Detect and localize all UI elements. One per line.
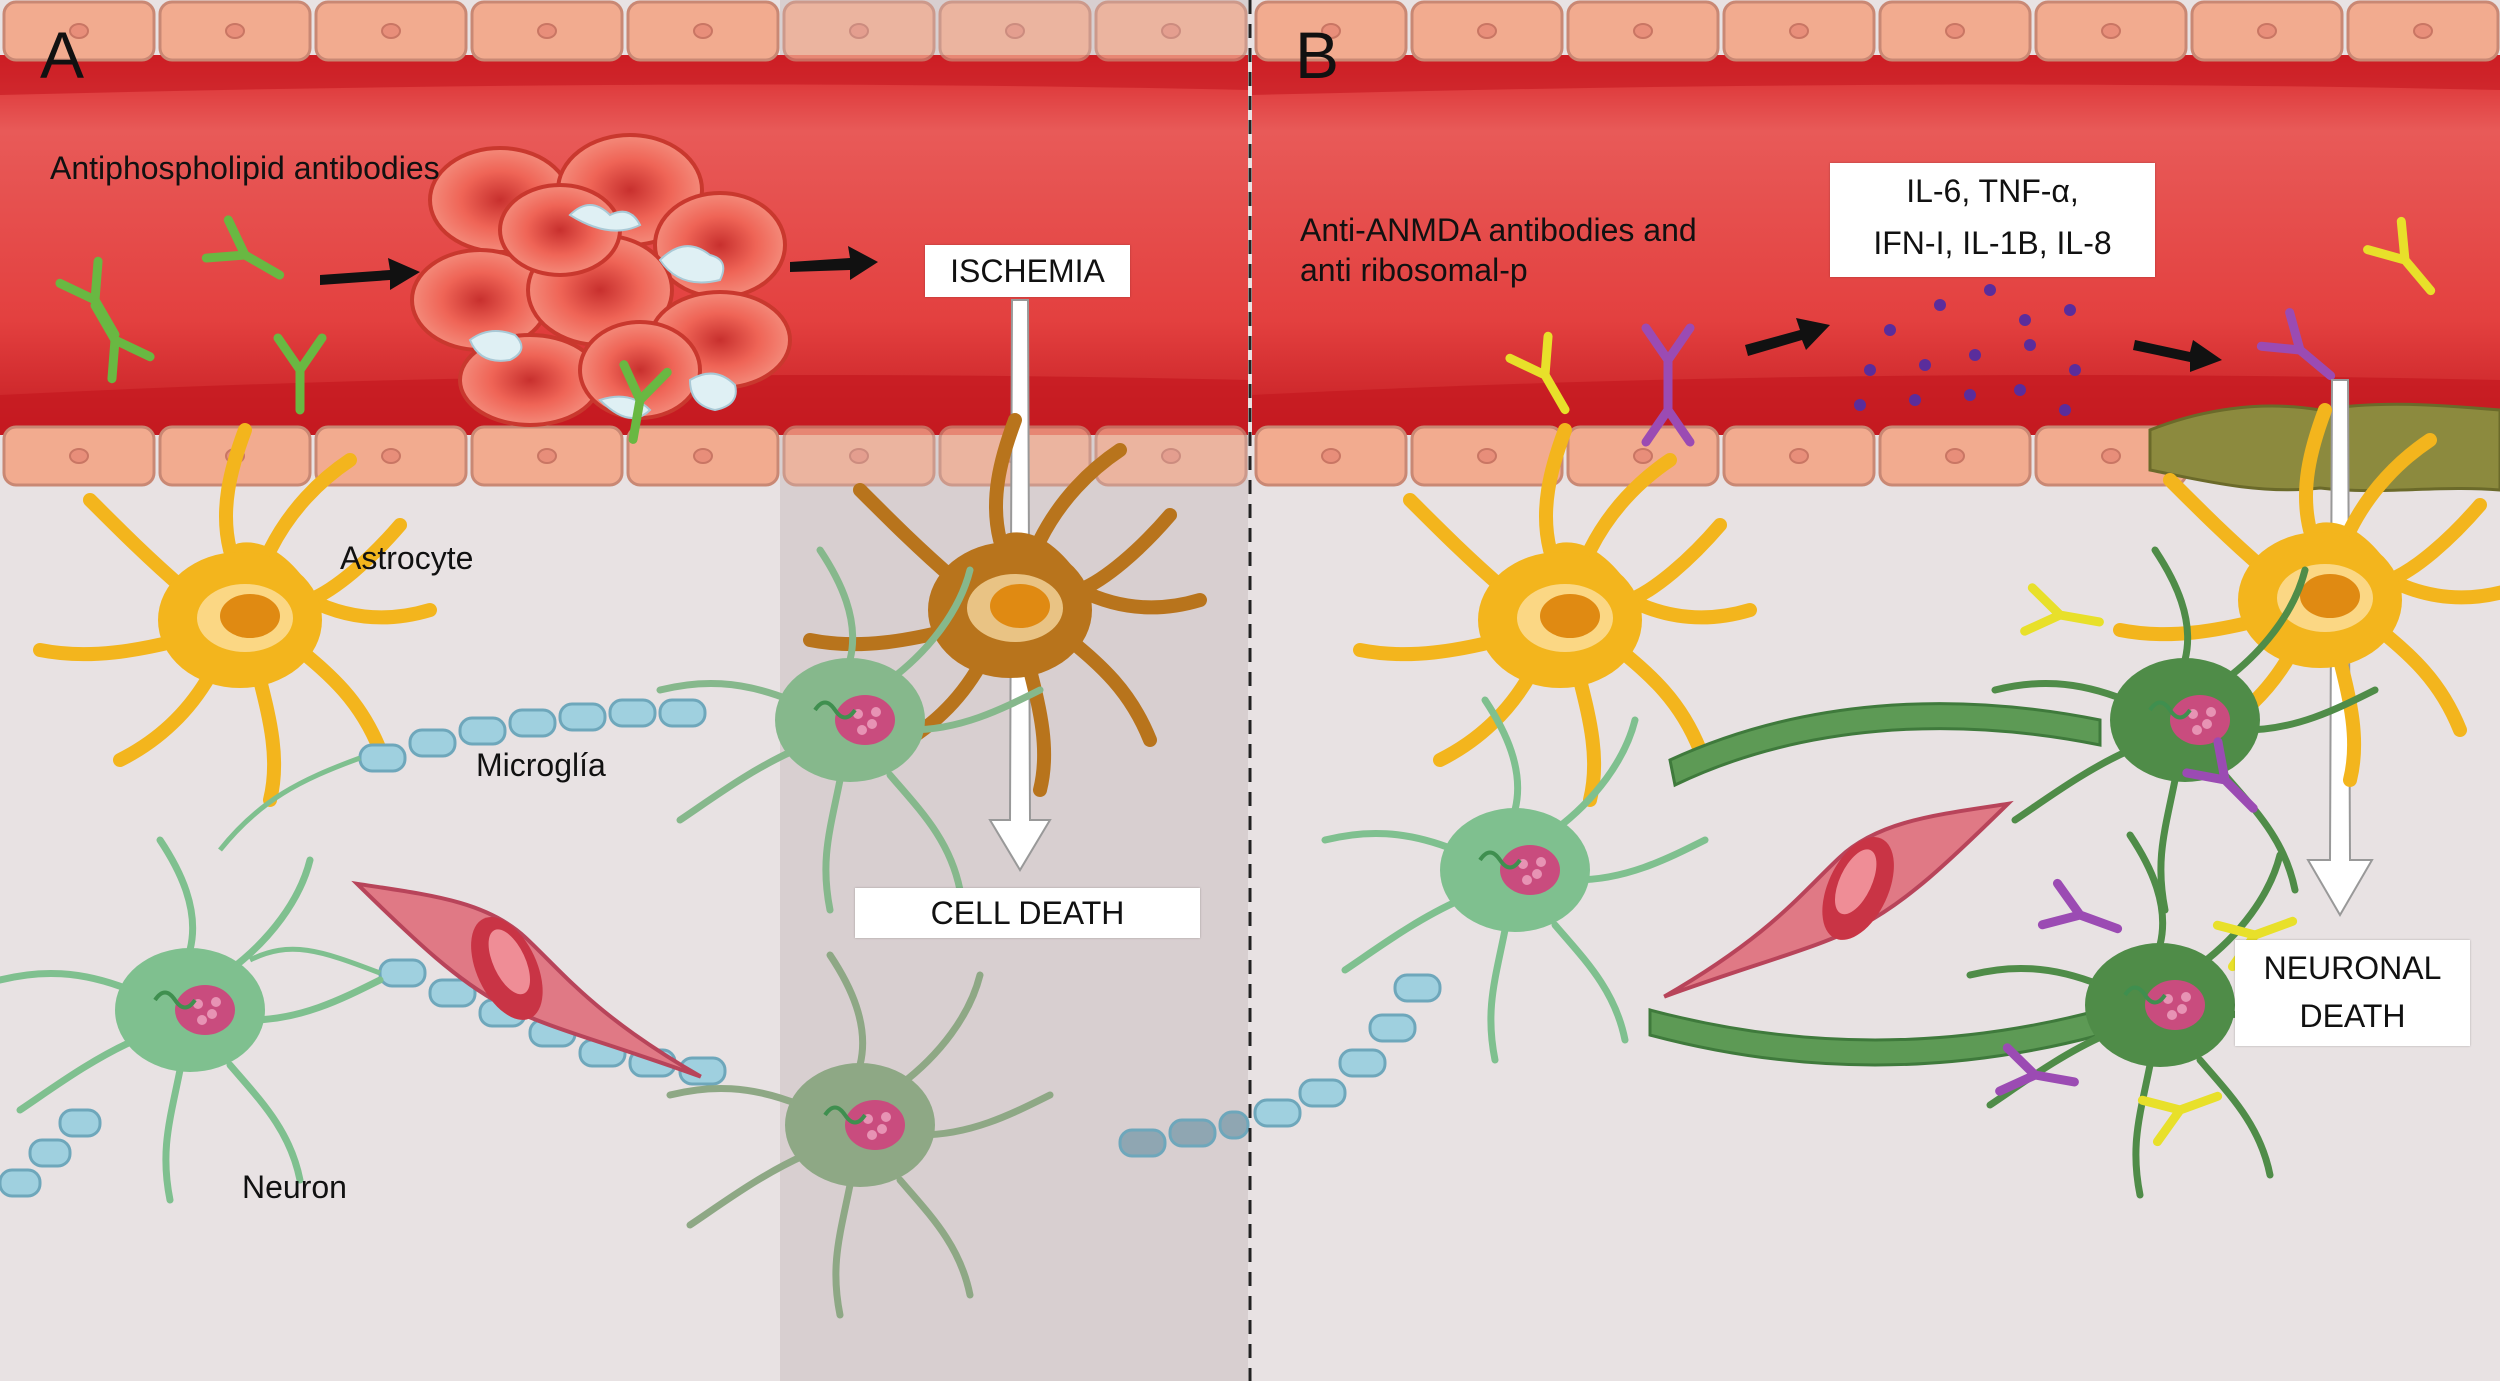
panel-b-letter: B [1295, 18, 1340, 92]
anti-nmda-label-line2: anti ribosomal-p [1300, 252, 1528, 288]
anti-nmda-label: Anti-ANMDA antibodies and anti ribosomal… [1300, 210, 1697, 290]
astrocyte-label: Astrocyte [340, 540, 474, 576]
neuronal-death-line1: NEURONAL [2263, 950, 2442, 986]
arrow-icon [790, 246, 878, 280]
cytokines-line2: IFN-I, IL-1B, IL-8 [1873, 225, 2112, 261]
microglia-label: Microglía [476, 747, 606, 783]
arrow-icon [320, 258, 420, 290]
neuronal-death-line2: DEATH [2299, 998, 2406, 1034]
ischemia-label: ISCHEMIA [925, 245, 1130, 297]
microglia-cell [351, 880, 702, 1079]
cytokines-label: IL-6, TNF-α, IFN-I, IL-1B, IL-8 [1830, 163, 2155, 277]
panel-a-letter: A [40, 18, 85, 92]
myelin-sheath-b [1253, 973, 1442, 1128]
red-blood-cell-clot [410, 133, 792, 427]
anti-nmda-label-line1: Anti-ANMDA antibodies and [1300, 212, 1697, 248]
cell-death-label: CELL DEATH [855, 888, 1200, 938]
neuronal-death-label: NEURONAL DEATH [2235, 940, 2470, 1046]
antiphospholipid-label: Antiphospholipid antibodies [50, 150, 440, 186]
microglia-cell [1663, 800, 2014, 999]
arrow-icon [1745, 318, 2222, 372]
neuron-label: Neuron [242, 1169, 347, 1205]
damaged-barrier [2148, 402, 2500, 493]
cytokines-line1: IL-6, TNF-α, [1906, 173, 2079, 209]
